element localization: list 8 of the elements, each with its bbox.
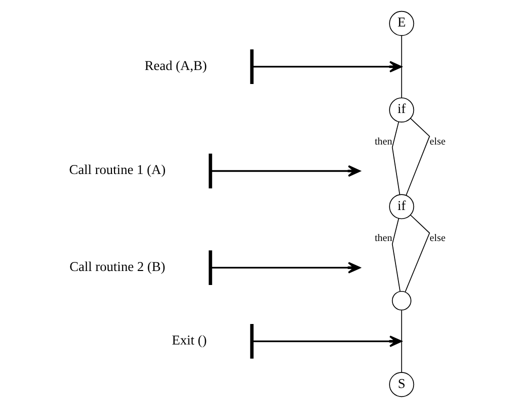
edge-label: then — [374, 136, 392, 148]
node-label: Call routine 2 (B) — [69, 258, 165, 274]
edge-label: else — [429, 136, 445, 148]
edge-label: then — [374, 233, 392, 244]
node-label: Exit () — [171, 332, 206, 348]
node-label: Read (A,B) — [144, 58, 206, 73]
node-label: Call routine 1 (A) — [68, 162, 166, 178]
edge-label: else — [429, 233, 445, 244]
